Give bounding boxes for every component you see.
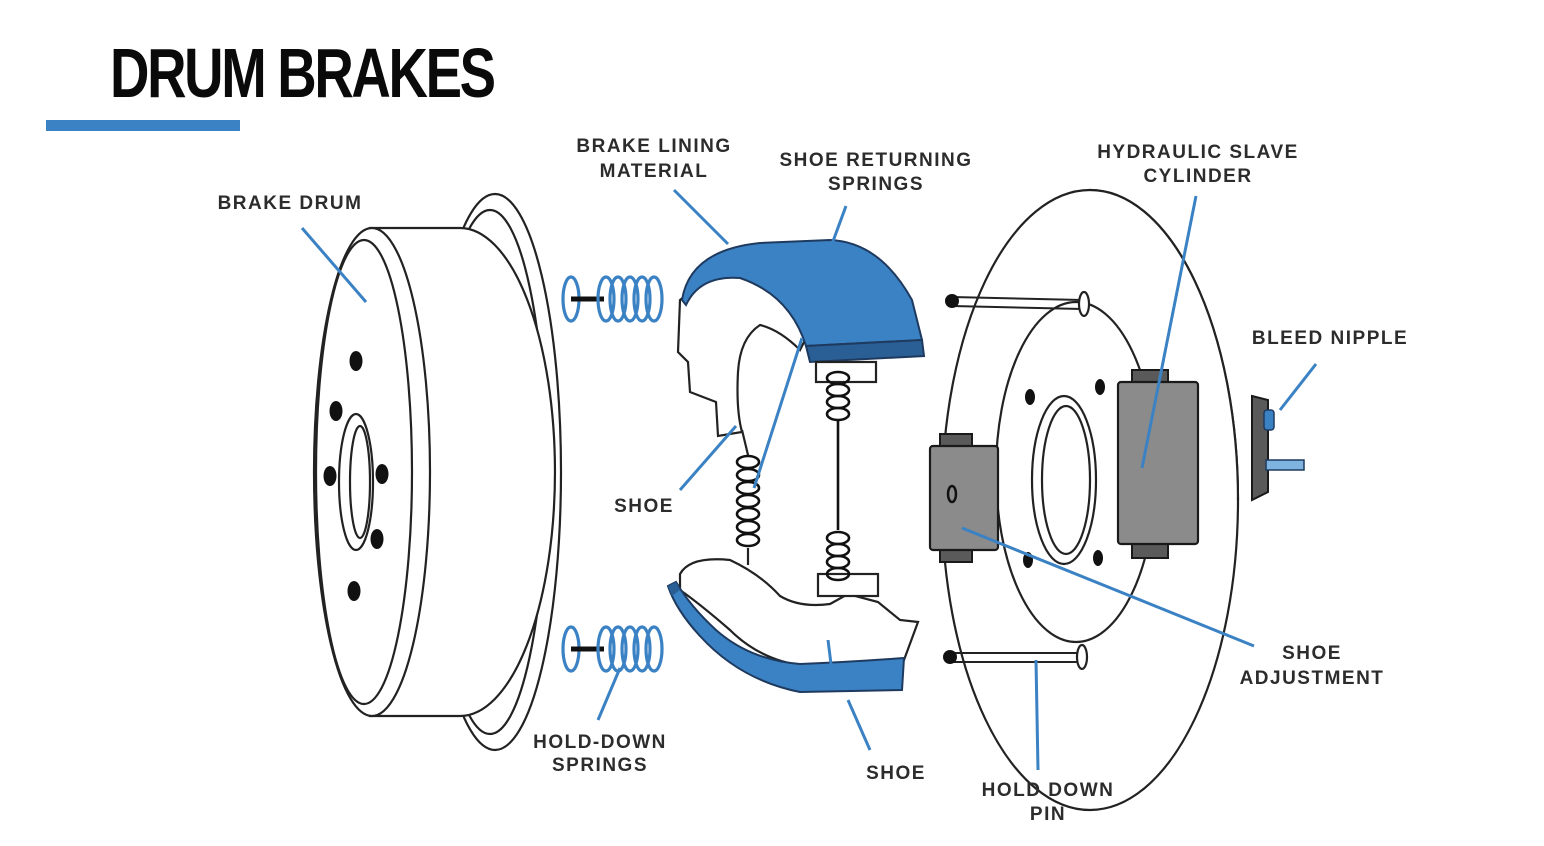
label-shoe-lower: SHOE	[866, 763, 926, 784]
bleed-nipple	[1251, 394, 1305, 502]
label-hold-down-springs-line2: SPRINGS	[552, 755, 648, 776]
page-title: DRUM BRAKES	[110, 34, 496, 112]
shoe-returning-spring-right	[825, 370, 851, 582]
lower-shoe	[666, 558, 920, 694]
label-shoe-adjustment-line1: SHOE	[1282, 643, 1342, 664]
label-hold-down-pin-line1: HOLD DOWN	[982, 780, 1115, 801]
label-brake-lining-line1: BRAKE LINING	[576, 136, 731, 157]
label-brake-drum: BRAKE DRUM	[218, 193, 363, 214]
hydraulic-slave-cylinder	[1116, 369, 1200, 559]
title-underline	[46, 120, 240, 131]
hold-down-spring-top	[561, 275, 664, 323]
label-hydraulic-line2: CYLINDER	[1143, 166, 1252, 187]
hold-down-spring-bottom	[561, 625, 664, 673]
shoe-returning-spring-long	[735, 429, 761, 565]
label-shoe-returning-line2: SPRINGS	[828, 174, 924, 195]
label-bleed-nipple: BLEED NIPPLE	[1252, 328, 1408, 349]
label-shoe-returning-line1: SHOE RETURNING	[779, 150, 972, 171]
hold-down-pin-top	[945, 290, 1091, 318]
label-hydraulic-line1: HYDRAULIC SLAVE	[1097, 142, 1299, 163]
label-shoe-adjustment-line2: ADJUSTMENT	[1240, 668, 1385, 689]
backing-plate	[940, 188, 1240, 812]
label-hold-down-springs-line1: HOLD-DOWN	[533, 732, 667, 753]
hold-down-pin-bottom	[943, 643, 1089, 671]
label-shoe-upper: SHOE	[614, 496, 674, 517]
shoe-adjustment	[928, 433, 1000, 563]
label-hold-down-pin-line2: PIN	[1030, 804, 1066, 825]
upper-shoe	[676, 238, 926, 438]
brake-drum	[312, 192, 563, 752]
label-brake-lining-line2: MATERIAL	[600, 161, 709, 182]
leader-lines	[300, 188, 1318, 771]
